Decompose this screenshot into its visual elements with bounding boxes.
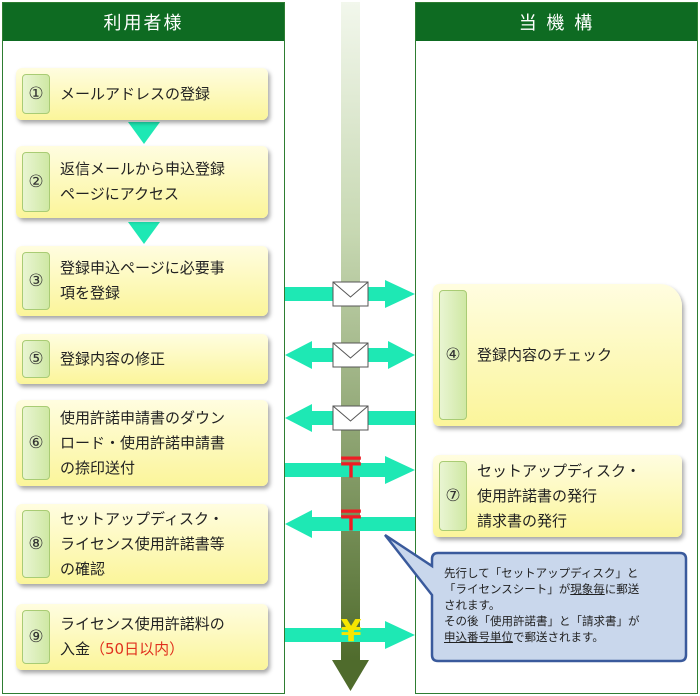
step-9: ⑨ ライセンス使用許諾料の 入金（50日以内）: [16, 604, 268, 670]
step-label: 登録内容のチェック: [477, 345, 613, 364]
callout-underline: 申込番号単位: [444, 630, 513, 644]
step-2: ② 返信メールから申込登録 ページにアクセス: [16, 146, 268, 218]
step-label: 請求書の発行: [477, 511, 568, 530]
callout-underline: 現象毎: [570, 582, 605, 596]
step-label: 使用許諾書の発行: [477, 486, 598, 505]
envelope-icon-1: [332, 281, 369, 307]
step-label: ライセンス使用許諾料の: [60, 615, 225, 633]
step-label: の確認: [60, 559, 106, 578]
yen-icon: ¥: [340, 614, 362, 649]
step-7: ⑦ セットアップディスク・ 使用許諾書の発行 請求書の発行: [433, 455, 682, 537]
callout-text: に郵送: [604, 582, 640, 596]
step-label: 項を登録: [60, 284, 121, 302]
arrow-s7-to-s8: [285, 510, 415, 538]
step-label: ページにアクセス: [60, 185, 179, 203]
postal-mark-icon: 〒: [336, 451, 365, 484]
down-arrow-2-3: [128, 222, 160, 244]
step-label: メールアドレスの登録: [60, 84, 211, 103]
callout-line: その後「使用許諾書」と「請求書」が: [444, 614, 640, 628]
down-arrow-1-2: [128, 122, 160, 144]
envelope-icon-3: [332, 405, 369, 431]
arrow-s9-payment: [285, 621, 415, 649]
step-number: ②: [22, 152, 50, 212]
step-label: セットアップディスク・: [477, 461, 641, 480]
step-8: ⑧ セットアップディスク・ ライセンス使用許諾書等 の確認: [16, 504, 268, 584]
step-label: ロード・使用許諾申請書: [60, 433, 226, 452]
step-label: ライセンス使用許諾書等: [60, 534, 225, 553]
step-number: ⑦: [439, 461, 467, 531]
step-6: ⑥ 使用許諾申請書のダウン ロード・使用許諾申請書 の捺印送付: [16, 400, 268, 486]
callout-text: で郵送されます。: [513, 630, 604, 644]
timeline-bar: [341, 2, 360, 662]
step-1: ① メールアドレスの登録: [16, 68, 268, 120]
timeline-arrowhead: [332, 660, 369, 691]
step-label: 返信メールから申込登録: [60, 160, 226, 178]
org-lane-header: 当 機 構: [416, 3, 697, 41]
step-number: ⑨: [22, 610, 50, 664]
step-number: ④: [439, 290, 467, 420]
callout-box: [384, 533, 688, 663]
callout-line: 先行して「セットアップディスク」と: [444, 566, 639, 580]
step-number: ③: [22, 252, 50, 310]
step-5: ⑤ 登録内容の修正: [16, 334, 268, 384]
user-lane-header: 利用者様: [3, 3, 284, 41]
step-label: 登録申込ページに必要事: [60, 259, 225, 277]
step-label: セットアップディスク・: [60, 509, 224, 528]
step-number: ⑧: [22, 510, 50, 578]
step-label: 登録内容の修正: [60, 349, 166, 368]
step-number: ⑤: [22, 340, 50, 378]
envelope-icon-2: [332, 342, 369, 368]
step-label: 使用許諾申請書のダウン: [60, 408, 226, 427]
step-label: の捺印送付: [60, 458, 136, 477]
arrow-s6-to-s7: [285, 456, 415, 484]
callout-line: されます。: [444, 598, 501, 612]
deadline-note: （50日以内）: [90, 640, 185, 658]
callout-text: 「ライセンスシート」が: [444, 582, 571, 596]
step-4: ④ 登録内容のチェック: [433, 284, 682, 426]
callout-note: 先行して「セットアップディスク」と 「ライセンスシート」が現象毎に郵送 されます…: [432, 553, 686, 661]
postal-mark-icon-2: 〒: [336, 504, 365, 537]
step-number: ⑥: [22, 406, 50, 480]
step-3: ③ 登録申込ページに必要事 項を登録: [16, 246, 268, 316]
step-number: ①: [22, 74, 50, 114]
step-label: 入金: [60, 640, 91, 658]
